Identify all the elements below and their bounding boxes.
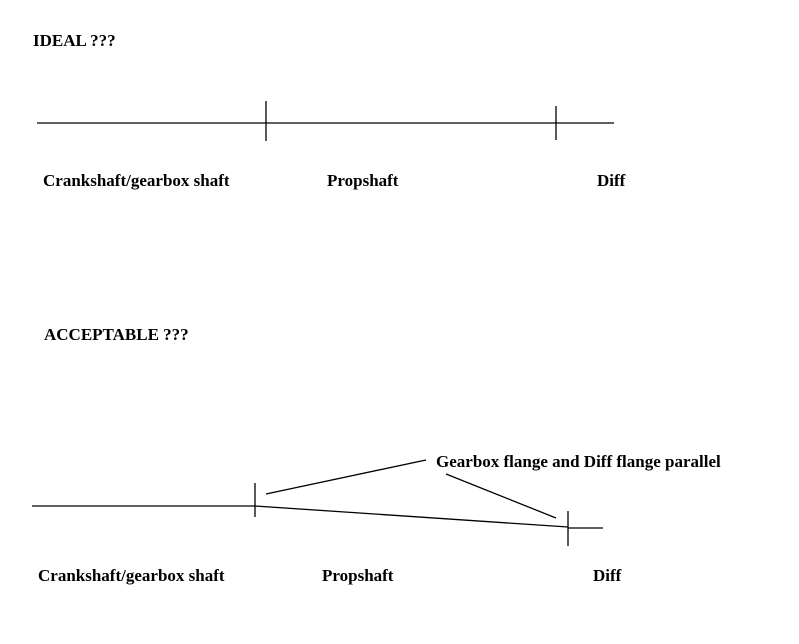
annotation-pointer-diff bbox=[445, 473, 557, 519]
ideal-heading: IDEAL ??? bbox=[33, 31, 116, 50]
ideal-diff-label: Diff bbox=[597, 171, 626, 190]
acceptable-propshaft-line bbox=[254, 505, 569, 528]
ideal-propshaft-label: Propshaft bbox=[327, 171, 399, 190]
acceptable-heading: ACCEPTABLE ??? bbox=[44, 325, 189, 344]
annotation-pointer-gearbox bbox=[265, 459, 427, 495]
acceptable-crankshaft-label: Crankshaft/gearbox shaft bbox=[38, 566, 225, 585]
acceptable-propshaft-label: Propshaft bbox=[322, 566, 394, 585]
acceptable-diff-label: Diff bbox=[593, 566, 622, 585]
ideal-crankshaft-label: Crankshaft/gearbox shaft bbox=[43, 171, 230, 190]
annotation-label: Gearbox flange and Diff flange parallel bbox=[436, 452, 721, 471]
